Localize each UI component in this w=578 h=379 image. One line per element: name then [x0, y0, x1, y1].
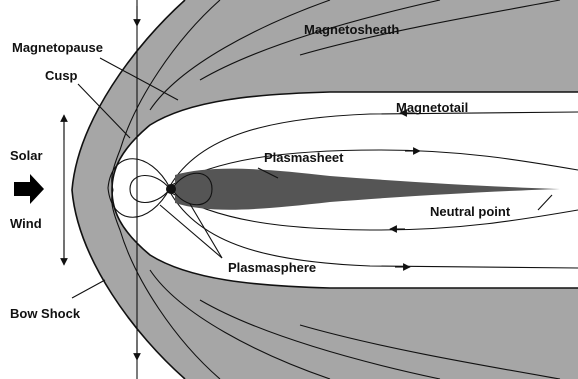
bow-shock-pointer [72, 280, 105, 298]
plasmasphere-label: Plasmasphere [228, 260, 316, 275]
earth [166, 184, 176, 194]
magnetotail-label: Magnetotail [396, 100, 468, 115]
cusp-label: Cusp [45, 68, 78, 83]
bow-shock-label: Bow Shock [10, 306, 81, 321]
solar-label: Solar [10, 148, 43, 163]
solar-wind-arrow-icon [14, 174, 44, 204]
magnetosheath-label: Magnetosheath [304, 22, 399, 37]
wind-label: Wind [10, 216, 42, 231]
neutral-point-label: Neutral point [430, 204, 511, 219]
plasmasheet-label: Plasmasheet [264, 150, 344, 165]
magnetopause-label: Magnetopause [12, 40, 103, 55]
